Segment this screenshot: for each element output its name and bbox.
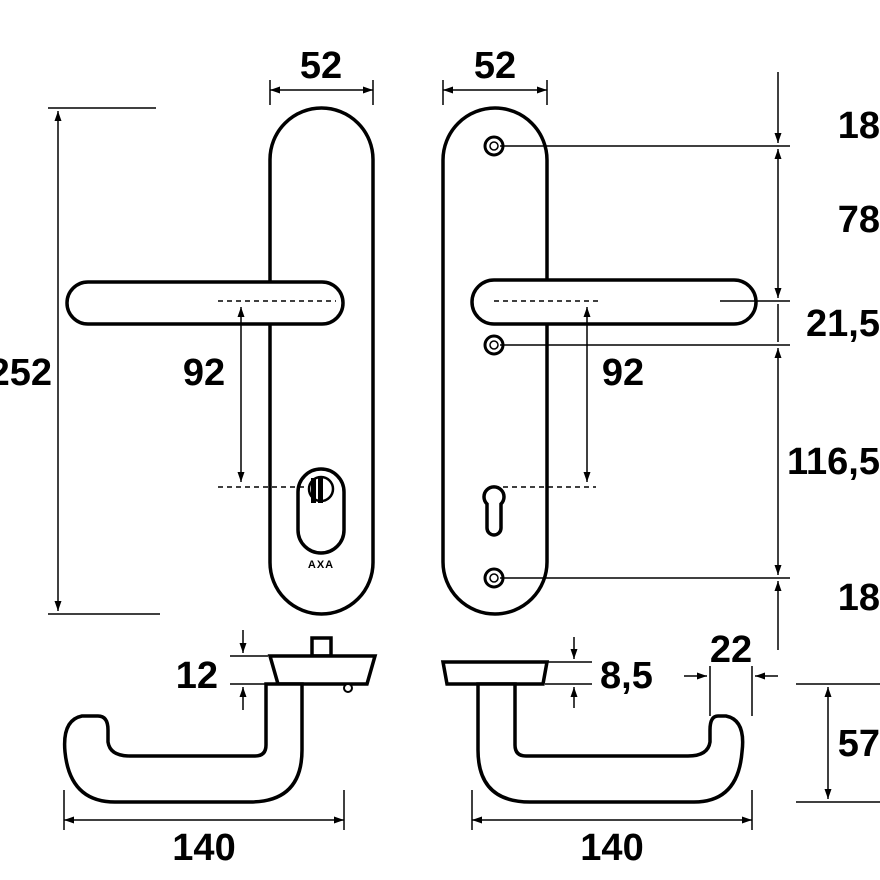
dim-top-to-screw: 18 bbox=[838, 105, 880, 147]
screw-hole-icon bbox=[483, 567, 505, 589]
cylinder-cap bbox=[310, 636, 333, 658]
left-rose bbox=[267, 654, 378, 686]
dim-bottom-to-screw: 18 bbox=[838, 577, 880, 619]
dim-right-lever-length: 140 bbox=[580, 827, 643, 869]
dim-left-plate-width: 52 bbox=[300, 45, 342, 87]
left-side-view: 12 140 bbox=[62, 630, 378, 869]
dim-right-lever-to-keyhole: 92 bbox=[602, 352, 644, 394]
right-front-view: 52 92 18 bbox=[441, 45, 880, 650]
dim-plate-height: 252 bbox=[0, 352, 52, 394]
dim-lever-projection: 57 bbox=[838, 723, 880, 765]
right-lever-side bbox=[476, 682, 745, 804]
brand-logo-text: AXA bbox=[308, 559, 334, 571]
right-side-view: 8,5 22 57 140 bbox=[440, 629, 880, 869]
left-lever-side bbox=[62, 682, 304, 804]
screw-hole-icon bbox=[483, 334, 505, 356]
dim-screw-to-screw: 116,5 bbox=[787, 441, 880, 483]
right-lever-handle bbox=[470, 278, 758, 326]
dim-screw-to-lever: 78 bbox=[838, 199, 880, 241]
dim-lever-to-screw: 21,5 bbox=[806, 303, 880, 345]
left-back-plate bbox=[268, 106, 375, 616]
right-back-plate bbox=[441, 106, 549, 616]
dim-left-rose-thickness: 12 bbox=[176, 655, 218, 697]
dim-lever-grip-diameter: 22 bbox=[710, 629, 752, 671]
keyhole-icon bbox=[482, 485, 506, 537]
dim-right-plate-width: 52 bbox=[474, 45, 516, 87]
left-lever-handle bbox=[65, 280, 345, 326]
fixing-pin bbox=[343, 683, 353, 693]
screw-hole-icon bbox=[483, 135, 505, 157]
left-front-view: 52 AXA 92 252 bbox=[0, 45, 375, 616]
dim-left-lever-length: 140 bbox=[172, 827, 235, 869]
dim-left-lever-to-cylinder: 92 bbox=[183, 352, 225, 394]
right-rose bbox=[440, 660, 550, 686]
dim-right-rose-thickness: 8,5 bbox=[600, 655, 653, 697]
privacy-cylinder-icon bbox=[296, 467, 346, 555]
